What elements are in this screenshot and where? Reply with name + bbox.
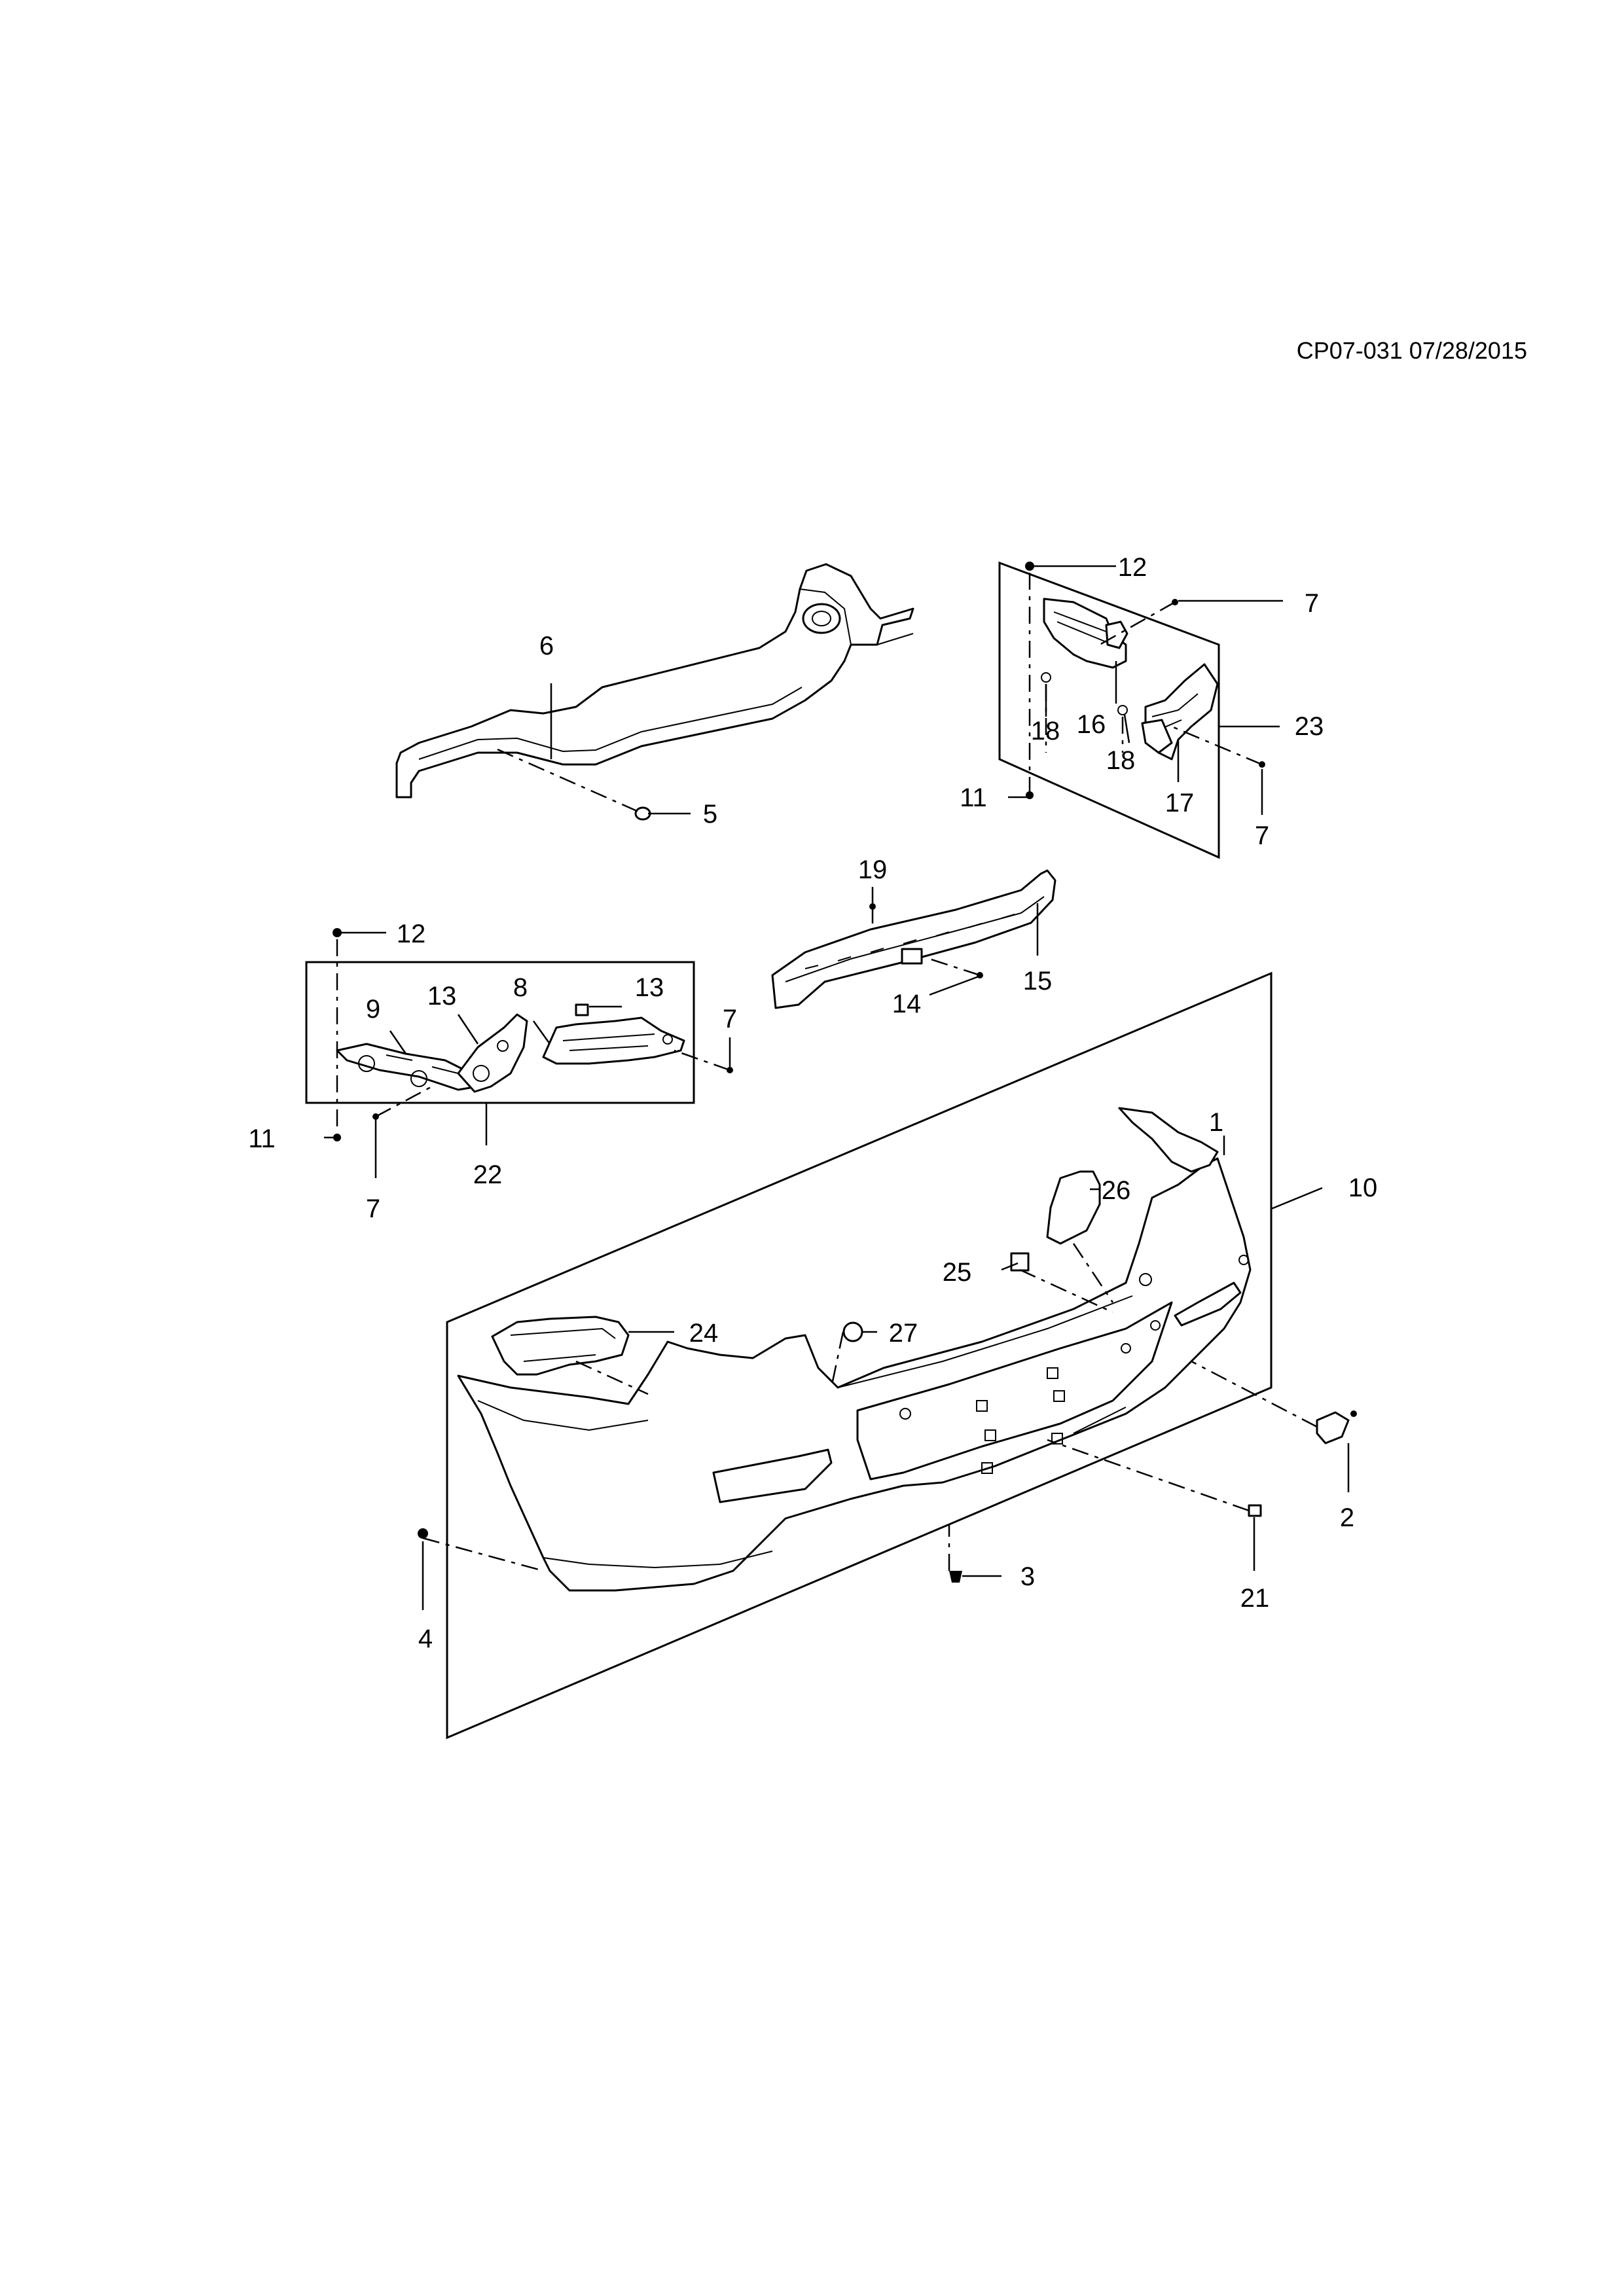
part-24-bracket	[491, 1316, 630, 1376]
callout-14: 14	[892, 990, 922, 1018]
part-6-bar	[395, 563, 914, 798]
assembly-10-frame	[446, 971, 1272, 1740]
part-2-screw	[1350, 1410, 1357, 1417]
callout-1: 1	[1209, 1108, 1223, 1137]
callout-7-right-top: 7	[1305, 589, 1319, 618]
part-5-nut	[634, 806, 651, 821]
callout-23: 23	[1295, 712, 1324, 741]
part-25-clip	[1010, 1252, 1030, 1272]
assembly-lines	[336, 573, 1318, 1572]
callout-18-left: 18	[1031, 717, 1060, 745]
part-26-bracket	[1046, 1170, 1101, 1245]
part-2-cap	[1316, 1411, 1350, 1444]
part-12-nut-left	[333, 928, 342, 937]
callout-7-left-bottom: 7	[366, 1194, 380, 1223]
part-9-bracket	[336, 1043, 479, 1091]
callout-labels: 1 2 3 4 5 6 7 7 7 7 8 9 10 11 11 12 12 1…	[248, 553, 1377, 1653]
callout-12-right: 12	[1118, 553, 1147, 582]
part-13-stud-right	[575, 1003, 589, 1016]
callout-2: 2	[1340, 1503, 1354, 1532]
part-1-bracket	[1118, 1107, 1219, 1173]
callout-11-right: 11	[960, 783, 987, 812]
part-27-plug	[842, 1321, 863, 1342]
part-15-absorber	[771, 869, 1056, 1009]
callout-24: 24	[689, 1319, 719, 1348]
part-16-bracket	[1043, 598, 1128, 669]
callout-10: 10	[1348, 1174, 1378, 1202]
part-8-bracket	[542, 1016, 685, 1065]
part-10-bumper-fascia	[457, 1157, 1252, 1592]
callout-9: 9	[366, 995, 380, 1024]
callout-7-left-top: 7	[723, 1005, 737, 1033]
callout-27: 27	[889, 1319, 918, 1348]
callout-16: 16	[1077, 710, 1106, 739]
part-21-clip	[1248, 1504, 1262, 1517]
callout-7-right-bottom: 7	[1255, 821, 1269, 850]
part-3-screw	[949, 1571, 962, 1583]
callout-4: 4	[418, 1624, 433, 1653]
callout-18-right: 18	[1106, 746, 1136, 775]
callout-8: 8	[513, 973, 528, 1002]
part-17-bracket	[1141, 663, 1219, 761]
part-12-nut-right	[1025, 562, 1034, 571]
part-18-clip-lower	[1117, 705, 1128, 715]
callout-15: 15	[1023, 967, 1053, 996]
callout-25: 25	[943, 1258, 972, 1287]
callout-21: 21	[1240, 1584, 1270, 1613]
part-13-bracket-left	[457, 1013, 528, 1093]
callout-6: 6	[539, 632, 554, 660]
callout-26: 26	[1102, 1176, 1131, 1205]
callout-13-right: 13	[635, 973, 664, 1002]
part-4-screw	[418, 1528, 428, 1539]
callout-17: 17	[1165, 789, 1195, 817]
assembly-23-frame	[998, 561, 1220, 859]
callout-12-left: 12	[397, 920, 426, 948]
callout-13-left: 13	[427, 982, 457, 1011]
leader-lines	[324, 565, 1350, 1610]
document-id: CP07-031 07/28/2015	[1297, 337, 1527, 364]
assembly-22-frame	[305, 961, 695, 1104]
part-18-clip-upper	[1041, 672, 1051, 683]
callout-3: 3	[1020, 1562, 1035, 1591]
callout-19: 19	[858, 855, 888, 884]
callout-11-left: 11	[248, 1124, 276, 1153]
callout-22: 22	[473, 1160, 503, 1189]
callout-5: 5	[703, 800, 717, 829]
